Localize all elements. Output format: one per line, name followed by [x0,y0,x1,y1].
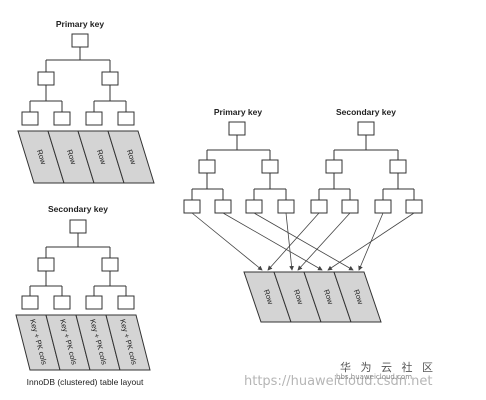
layout-caption: InnoDB (clustered) table layout [27,377,144,387]
watermark-brand: 华 为 云 社 区 [340,361,436,374]
watermark-site: bbs.huaweicloud.com [336,373,413,381]
primary-key-label: Primary key [56,19,104,29]
row-strip: Row Row Row Row [17,130,155,184]
tree-node [21,111,39,126]
tree-node [228,121,246,136]
tree-node [325,159,343,174]
key-pk-cell [105,314,151,371]
tree-node [277,199,295,214]
tree-node [69,219,87,234]
tree-node [101,71,119,86]
combined-secondary-key-label: Secondary key [336,107,396,117]
tree-node [53,111,71,126]
combined-secondary-tree: Secondary key [310,107,423,214]
tree-node [245,199,263,214]
tree-node [37,257,55,272]
tree-connector [29,271,127,296]
tree-connector [191,173,287,200]
combined-primary-key-label: Primary key [214,107,262,117]
primary-key-tree: Primary key Row Row Row Row [17,19,155,184]
tree-connector [45,47,111,72]
tree-node [214,199,232,214]
watermark-url: https://huaweicloud.csdn.net [244,374,433,389]
key-pk-strip: Key + PK cols Key + PK cols Key + PK col… [15,314,151,371]
pointer-arrow [253,212,354,271]
tree-node [357,121,375,136]
pointer-arrow [191,212,263,271]
tree-node [37,71,55,86]
tree-node [71,33,89,48]
tree-node [261,159,279,174]
secondary-key-tree: Secondary key Key + PK cols Key + PK col… [15,204,151,387]
pointer-arrow [285,212,294,271]
tree-node [85,111,103,126]
pointer-arrow [222,212,323,271]
pointer-arrows [191,212,415,271]
tree-node [198,159,216,174]
pointer-arrow [267,212,320,271]
row-cell [107,130,155,184]
tree-connector [206,135,271,160]
combined-row-strip: Row Row Row Row [243,271,382,323]
tree-node [21,295,39,310]
combined-primary-tree: Primary key [183,107,295,214]
tree-node [310,199,328,214]
tree-node [341,199,359,214]
tree-connector [29,85,127,112]
tree-node [117,111,135,126]
pointer-arrow [327,212,415,271]
tree-node [374,199,392,214]
tree-connector [45,233,111,258]
row-cell [333,271,382,323]
tree-connector [318,173,415,200]
tree-connector [333,135,399,160]
tree-node [101,257,119,272]
pointer-arrow [297,212,351,271]
tree-node [405,199,423,214]
tree-node [183,199,201,214]
tree-node [389,159,407,174]
secondary-key-label: Secondary key [48,204,108,214]
tree-node [117,295,135,310]
tree-node [53,295,71,310]
tree-node [85,295,103,310]
